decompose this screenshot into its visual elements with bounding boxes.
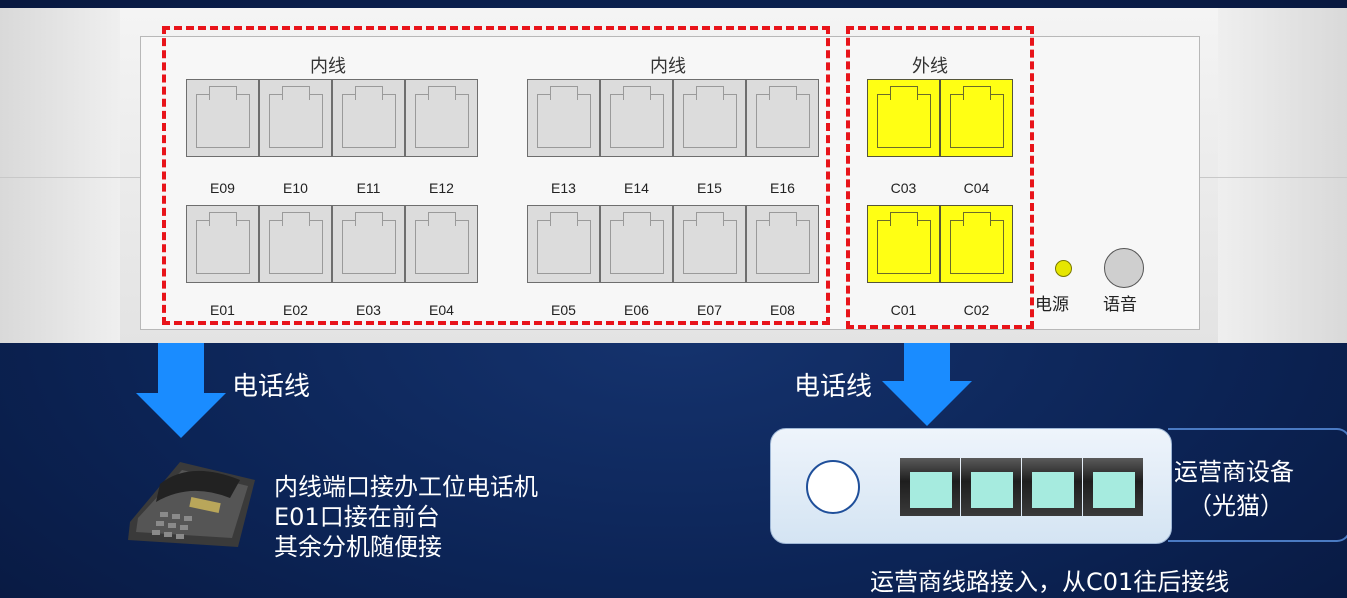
- phone-note-line: E01口接在前台: [274, 503, 440, 531]
- left-arrow-head-icon: [136, 393, 226, 438]
- outer-lines-frame: [846, 26, 1034, 329]
- port-label: C02: [963, 302, 990, 318]
- port-label: E13: [551, 180, 576, 196]
- port-e09[interactable]: [186, 79, 259, 157]
- port-e08[interactable]: [746, 205, 819, 283]
- power-led-icon: [1055, 260, 1072, 277]
- port-e15[interactable]: [673, 79, 746, 157]
- port-e13[interactable]: [527, 79, 600, 157]
- modem-caption: 运营商线路接入，从C01往后接线: [870, 568, 1230, 596]
- left-arrow-stem: [158, 343, 204, 393]
- port-label: E10: [283, 180, 308, 196]
- port-e11[interactable]: [332, 79, 405, 157]
- port-e12[interactable]: [405, 79, 478, 157]
- port-label: E11: [356, 180, 381, 196]
- inner-line-title-right: 内线: [650, 56, 686, 77]
- phone-notes: 内线端口接办工位电话机 E01口接在前台 其余分机随便接: [274, 472, 538, 562]
- power-label: 电源: [1035, 295, 1069, 315]
- left-arrow-label: 电话线: [232, 372, 311, 402]
- port-label: E03: [356, 302, 381, 318]
- port-label: E15: [697, 180, 722, 196]
- modem-title: 运营商设备: [1174, 458, 1294, 486]
- modem-label-frame: [1168, 428, 1347, 542]
- right-arrow-head-icon: [882, 381, 972, 426]
- side-line-left: [0, 177, 140, 178]
- port-label: C01: [890, 302, 917, 318]
- port-label: E12: [429, 180, 454, 196]
- port-e03[interactable]: [332, 205, 405, 283]
- right-arrow-stem: [904, 343, 950, 381]
- voice-button[interactable]: [1104, 248, 1144, 288]
- desk-phone-icon: [120, 452, 260, 557]
- port-e10[interactable]: [259, 79, 332, 157]
- port-label: E01: [210, 302, 235, 318]
- port-e14[interactable]: [600, 79, 673, 157]
- port-label: E14: [624, 180, 649, 196]
- port-label: E04: [429, 302, 454, 318]
- outer-line-title: 外线: [912, 56, 948, 77]
- modem-lan-port-3[interactable]: [1022, 458, 1082, 516]
- port-e04[interactable]: [405, 205, 478, 283]
- port-c01[interactable]: [867, 205, 940, 283]
- modem-lan-port-4[interactable]: [1083, 458, 1143, 516]
- inner-lines-frame: [162, 26, 830, 325]
- modem-fiber-port-icon: [806, 460, 860, 514]
- device-right-side: [1218, 8, 1347, 343]
- port-e02[interactable]: [259, 205, 332, 283]
- port-e16[interactable]: [746, 79, 819, 157]
- port-label: E08: [770, 302, 795, 318]
- port-label: E07: [697, 302, 722, 318]
- voice-label: 语音: [1103, 295, 1137, 315]
- port-label: E09: [210, 180, 235, 196]
- phone-note-line: 内线端口接办工位电话机: [274, 473, 538, 501]
- port-c02[interactable]: [940, 205, 1013, 283]
- port-label: E05: [551, 302, 576, 318]
- inner-line-title-left: 内线: [310, 56, 346, 77]
- port-label: E06: [624, 302, 649, 318]
- side-line-right: [1198, 177, 1347, 178]
- right-arrow-label: 电话线: [794, 372, 873, 402]
- port-label: C04: [963, 180, 990, 196]
- modem-subtitle: （光猫）: [1188, 492, 1284, 520]
- device-left-side: [0, 8, 120, 343]
- port-c04[interactable]: [940, 79, 1013, 157]
- port-c03[interactable]: [867, 79, 940, 157]
- port-e06[interactable]: [600, 205, 673, 283]
- phone-note-line: 其余分机随便接: [274, 533, 442, 561]
- port-e01[interactable]: [186, 205, 259, 283]
- port-label: E16: [770, 180, 795, 196]
- port-e07[interactable]: [673, 205, 746, 283]
- modem-lan-port-1[interactable]: [900, 458, 960, 516]
- port-label: E02: [283, 302, 308, 318]
- modem-lan-port-2[interactable]: [961, 458, 1021, 516]
- port-e05[interactable]: [527, 205, 600, 283]
- port-label: C03: [890, 180, 917, 196]
